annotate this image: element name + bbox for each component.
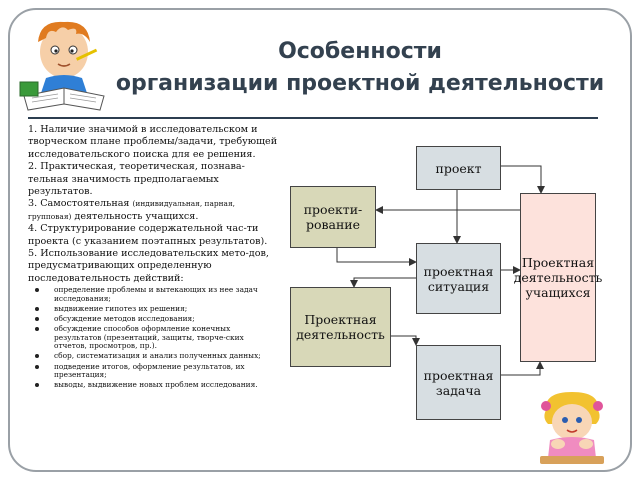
feature-5: 5. Использование исследовательских мето-… bbox=[28, 248, 269, 284]
box-situaciya: проектная ситуация bbox=[416, 243, 501, 314]
list-item: выдвижение гипотез их решения; bbox=[28, 304, 278, 314]
arrow-design-to-situation bbox=[336, 248, 417, 266]
girl-thinking-icon bbox=[540, 392, 604, 464]
box-situaciya-label: проектная ситуация bbox=[423, 263, 494, 294]
list-item: обсуждение методов исследования; bbox=[28, 314, 278, 324]
box-proekt: проект bbox=[416, 146, 501, 190]
actions-list: определение проблемы и вытекающих из нее… bbox=[28, 285, 278, 390]
box-proektirovanie: проекти-рование bbox=[290, 186, 376, 248]
box-proekt-label: проект bbox=[435, 160, 482, 176]
feature-1: 1. Наличие значимой в исследовательском … bbox=[28, 124, 278, 160]
title-line-1: Особенности bbox=[278, 39, 442, 64]
arrow-activity-to-task bbox=[391, 335, 420, 346]
list-item: определение проблемы и вытекающих из нее… bbox=[28, 285, 278, 303]
box-deyatelnost-label: Проектная деятельность bbox=[296, 312, 385, 342]
title-line-2: организации проектной деятельности bbox=[115, 71, 605, 96]
arrow-task-to-result bbox=[501, 361, 544, 376]
slide-title: Особенности организации проектной деятел… bbox=[60, 36, 620, 100]
box-zadacha: проектная задача bbox=[416, 345, 501, 420]
title-divider bbox=[28, 117, 598, 119]
features-text: 1. Наличие значимой в исследовательском … bbox=[28, 124, 278, 391]
feature-4: 4. Структурирование содержательной час-т… bbox=[28, 223, 268, 247]
arrow-proekt-to-result bbox=[501, 165, 545, 194]
box-student-activity-label: Проектная деятельность учащихся bbox=[513, 255, 603, 300]
list-item: подведение итогов, оформление результато… bbox=[28, 362, 278, 380]
list-item: обсуждение способов оформление конечных … bbox=[28, 324, 278, 351]
feature-3-end: деятельность учащихся. bbox=[71, 210, 199, 222]
box-student-activity: Проектная деятельность учащихся bbox=[514, 193, 602, 362]
box-proektirovanie-label: проекти-рование bbox=[303, 202, 363, 232]
feature-3-note: (индивидуальная, парная, групповая) bbox=[28, 199, 235, 221]
feature-3: 3. Самостоятельная (индивидуальная, парн… bbox=[28, 198, 278, 223]
box-zadacha-label: проектная задача bbox=[423, 367, 494, 398]
feature-2: 2. Практическая, теоретическая, познава-… bbox=[28, 161, 245, 198]
list-item: сбор, систематизация и анализ полученных… bbox=[28, 352, 278, 361]
list-item: выводы, выдвижение новых проблем исследо… bbox=[28, 381, 278, 390]
arrow-situation-to-activity bbox=[350, 277, 416, 288]
box-deyatelnost: Проектная деятельность bbox=[290, 287, 391, 367]
boy-reading-book-icon bbox=[19, 21, 105, 111]
feature-3-main: 3. Самостоятельная bbox=[28, 198, 133, 210]
